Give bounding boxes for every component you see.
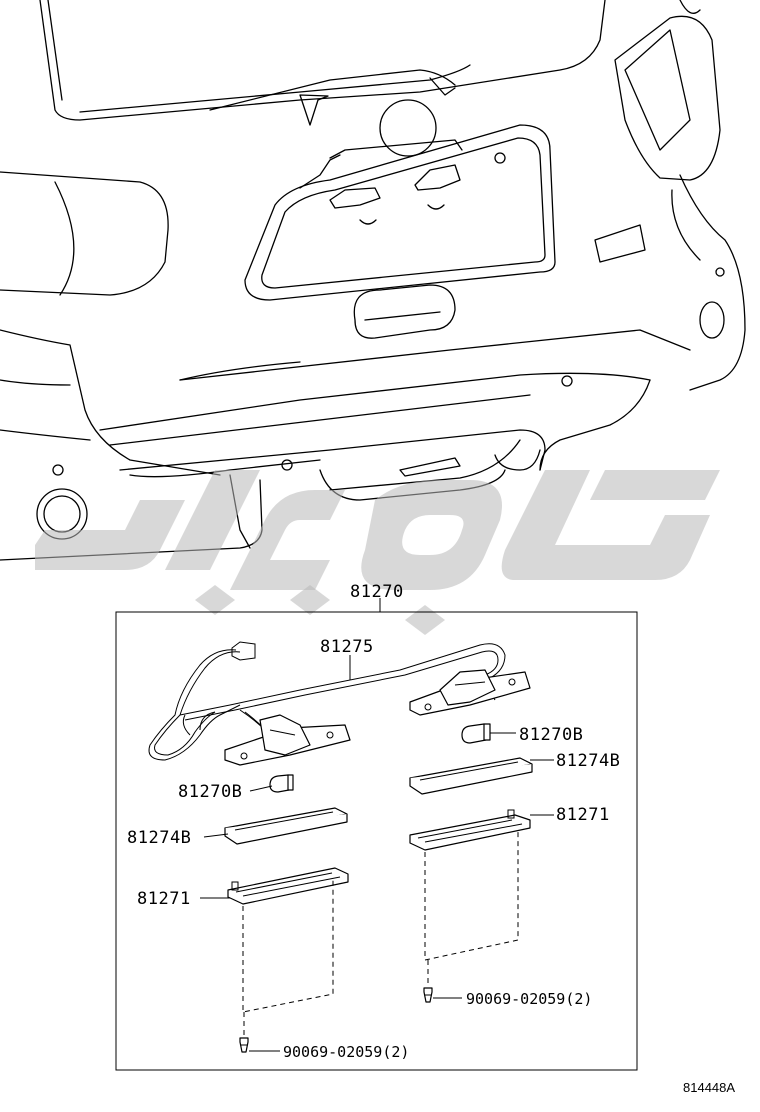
bulb-right bbox=[461, 723, 491, 744]
vehicle-rear-illustration bbox=[0, 0, 746, 561]
dashed-guides bbox=[242, 830, 519, 1035]
left-socket-bracket bbox=[224, 714, 351, 766]
bulb-left bbox=[269, 774, 294, 793]
gasket-right bbox=[409, 757, 533, 795]
lens-right bbox=[409, 809, 531, 851]
label-lens-right: 81271 bbox=[556, 805, 610, 825]
leader-lines bbox=[200, 655, 554, 1052]
wire-harness bbox=[148, 641, 506, 761]
label-assembly: 81270 bbox=[350, 582, 404, 602]
label-screw-left: 90069-02059(2) bbox=[283, 1043, 409, 1061]
label-bulb-right: 81270B bbox=[519, 725, 583, 745]
screw-left bbox=[239, 1037, 249, 1053]
right-socket-bracket bbox=[409, 669, 531, 716]
label-gasket-right: 81274B bbox=[556, 751, 620, 771]
label-lens-left: 81271 bbox=[137, 889, 191, 909]
gasket-left bbox=[224, 807, 348, 845]
reference-code: 814448A bbox=[683, 1080, 735, 1095]
label-wire-harness: 81275 bbox=[320, 637, 374, 657]
assembly-box bbox=[115, 598, 638, 1071]
lens-left bbox=[227, 867, 349, 905]
label-gasket-left: 81274B bbox=[127, 828, 191, 848]
part-labels: 81270 81275 81270B 81274B 81270B 81274B … bbox=[127, 582, 735, 1095]
label-bulb-left: 81270B bbox=[178, 782, 242, 802]
watermark-logo bbox=[35, 470, 720, 635]
screw-right bbox=[423, 987, 433, 1003]
label-screw-right: 90069-02059(2) bbox=[466, 990, 592, 1008]
